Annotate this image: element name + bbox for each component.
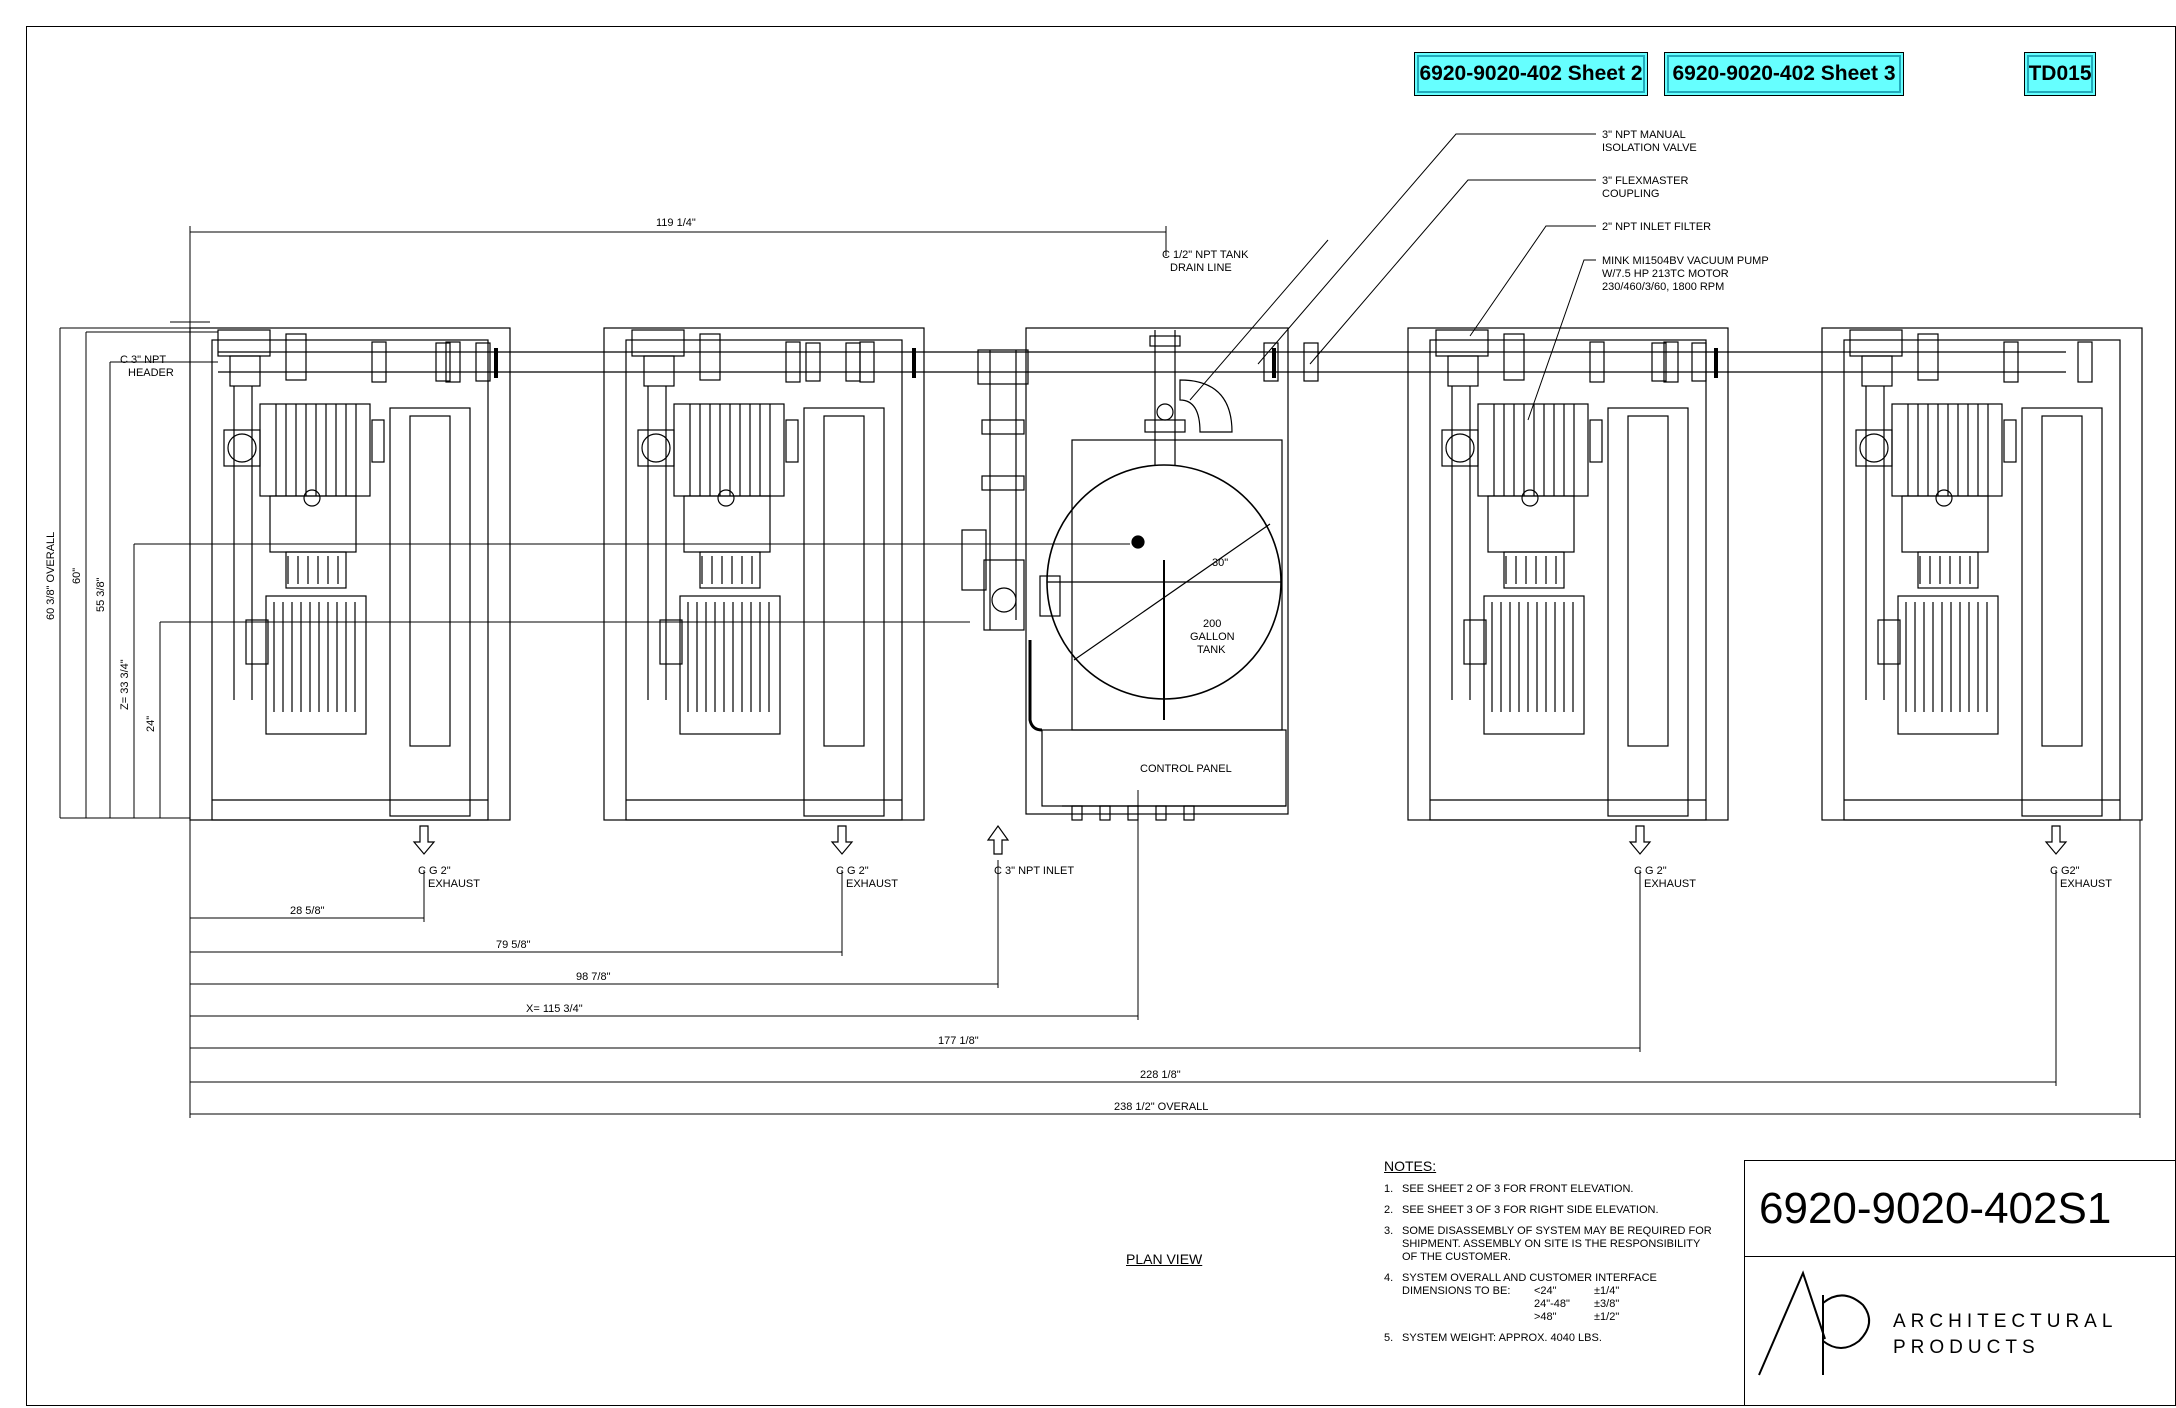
header-callout-1: C 3" NPT <box>120 354 166 366</box>
ap-logo-icon <box>1758 1270 1870 1376</box>
pump-skids <box>189 327 2143 821</box>
note-5: 5.SYSTEM WEIGHT: APPROX. 4040 LBS. <box>1384 1332 1602 1344</box>
pump-skid-1 <box>189 327 511 821</box>
sheet-3-link-button[interactable]: 6920-9020-402 Sheet 3 <box>1664 52 1904 96</box>
dim-5: 177 1/8" <box>938 1035 979 1047</box>
exhaust-text-3: EXHAUST <box>1644 878 1696 890</box>
pump-skid-3 <box>1407 327 1729 821</box>
tol-cell: 24"-48" <box>1534 1298 1570 1310</box>
tank-label-1: 200 <box>1203 618 1221 630</box>
tank-label-2: GALLON <box>1190 631 1235 643</box>
note-5-text: SYSTEM WEIGHT: APPROX. 4040 LBS. <box>1402 1332 1602 1344</box>
notes-section: NOTES: 1.SEE SHEET 2 OF 3 FOR FRONT ELEV… <box>1384 1158 1714 1353</box>
drawing-labels: 3" NPT MANUAL ISOLATION VALVE 3" FLEXMAS… <box>45 129 2112 1113</box>
flow-arrows <box>412 824 2068 855</box>
pump-skid-4 <box>1821 327 2143 821</box>
tolerance-table: <24" ±1/4" 24"-48" ±3/8" >48" ±1/2" <box>1534 1285 1714 1324</box>
dim-v-55: 55 3/8" <box>95 577 107 612</box>
company-name-line-1: ARCHITECTURAL <box>1893 1311 2118 1332</box>
coupling-callout-1: 3" FLEXMASTER <box>1602 175 1688 187</box>
exhaust-arrow-4 <box>2044 825 2068 855</box>
dim-2: 79 5/8" <box>496 939 531 951</box>
td015-link-button[interactable]: TD015 <box>2024 52 2096 96</box>
tol-cell: ±1/2" <box>1594 1311 1620 1323</box>
dim-v-z: Z= 33 3/4" <box>119 659 131 710</box>
pump-callout-2: W/7.5 HP 213TC MOTOR <box>1602 268 1729 280</box>
dim-v-overall: 60 3/8" OVERALL <box>45 532 57 620</box>
exhaust-label-1: C G 2" <box>418 865 451 877</box>
header-pipe <box>218 342 2066 382</box>
tank-center-dot <box>1131 535 1145 549</box>
exhaust-text-4: EXHAUST <box>2060 878 2112 890</box>
callout-leaders <box>1189 133 1596 421</box>
exhaust-label-4: C G2" <box>2050 865 2080 877</box>
tank-diameter-label: 30" <box>1212 557 1228 569</box>
horizontal-dimensions <box>189 790 2141 1118</box>
tol-cell: ±1/4" <box>1594 1285 1620 1297</box>
drawing-number: 6920-9020-402S1 <box>1745 1161 2176 1257</box>
dim-4: X= 115 3/4" <box>526 1003 583 1015</box>
note-1-text: SEE SHEET 2 OF 3 FOR FRONT ELEVATION. <box>1402 1183 1634 1195</box>
coupling-callout-2: COUPLING <box>1602 188 1659 200</box>
dim-1: 28 5/8" <box>290 905 325 917</box>
exhaust-label-2: C G 2" <box>836 865 869 877</box>
note-3: 3.SOME DISASSEMBLY OF SYSTEM MAY BE REQU… <box>1384 1225 1714 1264</box>
drain-callout-1: C 1/2" NPT TANK <box>1162 249 1249 261</box>
inlet-arrow <box>986 824 1010 855</box>
exhaust-arrow-3 <box>1628 825 1652 855</box>
note-2-text: SEE SHEET 3 OF 3 FOR RIGHT SIDE ELEVATIO… <box>1402 1204 1659 1216</box>
pump-skid-2 <box>603 327 925 821</box>
exhaust-arrow-1 <box>412 825 436 855</box>
notes-title: NOTES: <box>1384 1158 1437 1174</box>
company-logo-area: ARCHITECTURAL PRODUCTS <box>1745 1257 2176 1407</box>
tank-module <box>961 327 1289 821</box>
drain-callout-2: DRAIN LINE <box>1170 262 1232 274</box>
note-4: 4.SYSTEM OVERALL AND CUSTOMER INTERFACE … <box>1384 1272 1714 1298</box>
valve-callout-1: 3" NPT MANUAL <box>1602 129 1686 141</box>
note-4-text: SYSTEM OVERALL AND CUSTOMER INTERFACE DI… <box>1402 1272 1657 1297</box>
note-3-text: SOME DISASSEMBLY OF SYSTEM MAY BE REQUIR… <box>1402 1225 1712 1263</box>
exhaust-text-1: EXHAUST <box>428 878 480 890</box>
dim-v-24: 24" <box>145 716 157 732</box>
exhaust-text-2: EXHAUST <box>846 878 898 890</box>
tol-cell: <24" <box>1534 1285 1557 1297</box>
tank-label-3: TANK <box>1197 644 1226 656</box>
company-name-line-2: PRODUCTS <box>1893 1337 2040 1358</box>
exhaust-label-3: C G 2" <box>1634 865 1667 877</box>
dim-7: 238 1/2" OVERALL <box>1114 1101 1208 1113</box>
vertical-dimensions <box>59 226 1167 819</box>
exhaust-arrow-2 <box>830 825 854 855</box>
plan-view-title: PLAN VIEW <box>1126 1251 1203 1267</box>
pump-callout-3: 230/460/3/60, 1800 RPM <box>1602 281 1724 293</box>
sheet-2-link-button[interactable]: 6920-9020-402 Sheet 2 <box>1414 52 1648 96</box>
header-callout-2: HEADER <box>128 367 174 379</box>
note-1: 1.SEE SHEET 2 OF 3 FOR FRONT ELEVATION. <box>1384 1183 1634 1195</box>
inlet-label: C 3" NPT INLET <box>994 865 1074 877</box>
dim-3: 98 7/8" <box>576 971 611 983</box>
filter-callout: 2" NPT INLET FILTER <box>1602 221 1711 233</box>
dim-top: 119 1/4" <box>656 217 696 229</box>
dim-v-60: 60" <box>71 568 83 584</box>
tol-cell: >48" <box>1534 1311 1557 1323</box>
company-name: ARCHITECTURAL PRODUCTS <box>1893 1309 2117 1361</box>
pump-callout-1: MINK MI1504BV VACUUM PUMP <box>1602 255 1769 267</box>
title-block: 6920-9020-402S1 ARCHITECTURAL PRODUCTS <box>1744 1160 2176 1406</box>
dim-6: 228 1/8" <box>1140 1069 1181 1081</box>
control-panel-label: CONTROL PANEL <box>1140 763 1232 775</box>
valve-callout-2: ISOLATION VALVE <box>1602 142 1697 154</box>
tol-cell: ±3/8" <box>1594 1298 1620 1310</box>
note-2: 2.SEE SHEET 3 OF 3 FOR RIGHT SIDE ELEVAT… <box>1384 1204 1659 1216</box>
